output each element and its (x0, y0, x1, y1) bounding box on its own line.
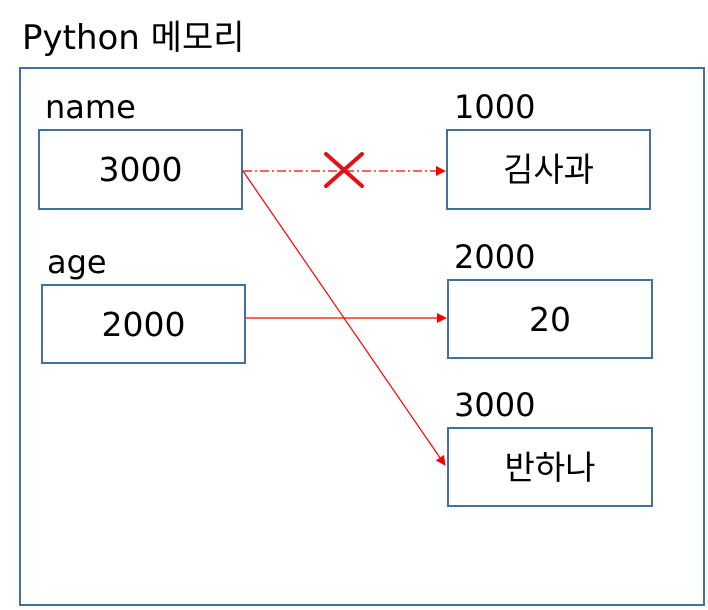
object-box-2000: 20 (447, 279, 653, 359)
diagram-title: Python 메모리 (22, 18, 245, 58)
reference-arrow-name-to-3000 (242, 170, 446, 466)
object-address-2000: 2000 (454, 238, 536, 276)
object-box-3000: 반하나 (447, 427, 653, 507)
object-value-2000: 20 (529, 299, 571, 339)
object-box-1000: 김사과 (446, 129, 651, 210)
object-value-3000: 반하나 (504, 447, 596, 487)
variable-name-label: name (45, 88, 136, 126)
variable-age-box: 2000 (41, 284, 246, 364)
variable-name-box: 3000 (38, 129, 243, 210)
variable-age-value: 2000 (101, 304, 186, 344)
python-memory-frame (19, 67, 705, 606)
object-value-1000: 김사과 (502, 150, 595, 189)
variable-age-label: age (47, 243, 107, 281)
removed-reference-cross-icon (324, 152, 364, 188)
object-address-3000: 3000 (454, 386, 536, 424)
variable-name-value: 3000 (98, 150, 183, 189)
object-address-1000: 1000 (454, 88, 536, 126)
